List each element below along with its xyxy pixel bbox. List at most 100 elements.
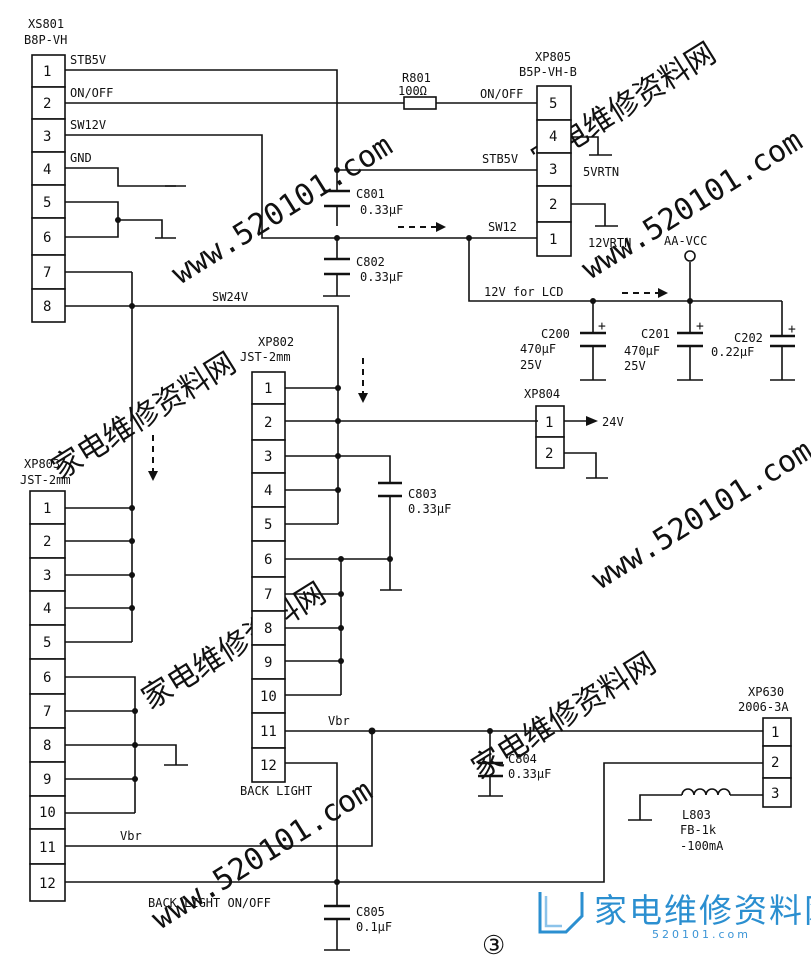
xp802-type: JST-2mm [240, 350, 291, 364]
capacitor-c803 [378, 481, 402, 498]
xp802-pin: 10 [260, 689, 277, 705]
connector-xp802: XP802 JST-2mm 1 2 3 4 5 6 7 8 9 10 11 12 [240, 335, 294, 783]
l803-ref: L803 [682, 808, 711, 822]
net-label: Vbr [328, 714, 350, 728]
net-label: 12V for LCD [484, 285, 563, 299]
xp803-pin: 3 [43, 568, 51, 584]
junction-dots [115, 167, 693, 885]
net-label: 5VRTN [583, 165, 619, 179]
xp802-pin-box [251, 439, 286, 474]
arrowhead-24v-icon [586, 416, 598, 426]
wires-top [65, 69, 783, 420]
xs801-pin-box [31, 118, 66, 153]
net-label: SW24V [212, 290, 248, 304]
net-label: 12VRTN [588, 236, 631, 250]
r801-ref: R801 [402, 71, 431, 85]
c201-voltage: 25V [624, 359, 646, 373]
xp803-pin: 5 [43, 635, 51, 651]
xp803-pin: 2 [43, 534, 51, 550]
xp804-ref: XP804 [524, 387, 560, 401]
r801-value: 100Ω [398, 84, 427, 98]
c201-value: 470μF [624, 344, 660, 358]
aa-vcc-terminal-icon [684, 250, 696, 262]
watermark-site: www.520101.com [576, 123, 809, 287]
xp630-ref: XP630 [748, 685, 784, 699]
net-label: GND [70, 151, 92, 165]
xp802-pin: 5 [264, 517, 272, 533]
net-label: BACK LIGHT ON/OFF [148, 896, 271, 910]
xs801-ref: XS801 [28, 17, 64, 31]
polarity-plus: + [788, 322, 796, 337]
net-label: ON/OFF [480, 87, 523, 101]
xp803-pin: 1 [43, 501, 51, 517]
logo-url: 520101.com [652, 928, 751, 941]
net-label: Vbr [120, 829, 142, 843]
xp630-pin: 1 [771, 725, 779, 741]
c802-value: 0.33μF [360, 270, 403, 284]
c805-ref: C805 [356, 905, 385, 919]
xp802-pin-box [251, 747, 286, 783]
arrowhead-right-icon [658, 288, 668, 298]
logo-text: 家电维修资料网 [594, 891, 811, 930]
connector-xp630: XP630 2006-3A 1 2 3 [738, 685, 792, 808]
xp802-pin: 12 [260, 758, 277, 774]
c801-ref: C801 [356, 187, 385, 201]
xp803-pin: 12 [39, 876, 56, 892]
c202-value: 0.22μF [711, 345, 754, 359]
c801-value: 0.33μF [360, 203, 403, 217]
xp630-pin-box [762, 777, 792, 808]
xp802-pin: 4 [264, 483, 272, 499]
net-label: BACK LIGHT [240, 784, 312, 798]
xs801-pin: 1 [43, 64, 51, 80]
xp805-pin-box [536, 119, 572, 154]
xs801-pin-box [31, 217, 66, 256]
xs801-pin-box [31, 151, 66, 186]
xp805-pin: 5 [549, 96, 557, 112]
xp630-pin-box [762, 745, 792, 779]
xp805-pin: 3 [549, 162, 557, 178]
xp802-pin: 9 [264, 655, 272, 671]
capacitor-c804 [478, 761, 503, 778]
xp803-pin: 9 [43, 772, 51, 788]
net-label: ON/OFF [70, 86, 113, 100]
c805-value: 0.1μF [356, 920, 392, 934]
xp803-pin: 11 [39, 840, 56, 856]
xs801-pin: 4 [43, 162, 51, 178]
net-label: AA-VCC [664, 234, 707, 248]
xp803-pin: 10 [39, 805, 56, 821]
xp803-pin: 7 [43, 704, 51, 720]
signal-flow-arrows [148, 222, 668, 481]
xs801-pin: 8 [43, 299, 51, 315]
xs801-pin-box [31, 54, 66, 88]
c200-value: 470μF [520, 342, 556, 356]
xp802-pin-box [251, 712, 286, 749]
xs801-pin: 5 [43, 195, 51, 211]
connector-xp803: XP803 JST-2mm 1 2 3 4 5 6 7 8 9 10 11 12 [20, 457, 71, 902]
wires-middle [65, 272, 608, 696]
logo-mark-icon [538, 892, 584, 934]
c802-ref: C802 [356, 255, 385, 269]
l803-coil [681, 788, 731, 796]
net-label: 24V [602, 415, 624, 429]
page-number: ③ [482, 931, 505, 961]
xp802-pin: 8 [264, 621, 272, 637]
xp802-ref: XP802 [258, 335, 294, 349]
c803-ref: C803 [408, 487, 437, 501]
xp630-pin: 2 [771, 755, 779, 771]
xp803-pin-box [29, 863, 66, 902]
xs801-pin: 6 [43, 230, 51, 246]
c201-ref: C201 [641, 327, 670, 341]
net-label: STB5V [482, 152, 518, 166]
arrowhead-down-icon [358, 393, 368, 403]
c200-voltage: 25V [520, 358, 542, 372]
capacitors-top: + + + [323, 189, 796, 348]
xs801-pin-box [31, 288, 66, 323]
polarity-plus: + [696, 319, 704, 334]
xp804-pin: 1 [545, 415, 553, 431]
arrowhead-right-icon [436, 222, 446, 232]
l803-value: FB-1k [680, 823, 717, 837]
site-logo: 家电维修资料网 520101.com [536, 884, 811, 948]
xp802-pin-box [251, 371, 286, 405]
xs801-type: B8P-VH [24, 33, 67, 47]
watermark-site: www.520101.com [586, 433, 811, 597]
